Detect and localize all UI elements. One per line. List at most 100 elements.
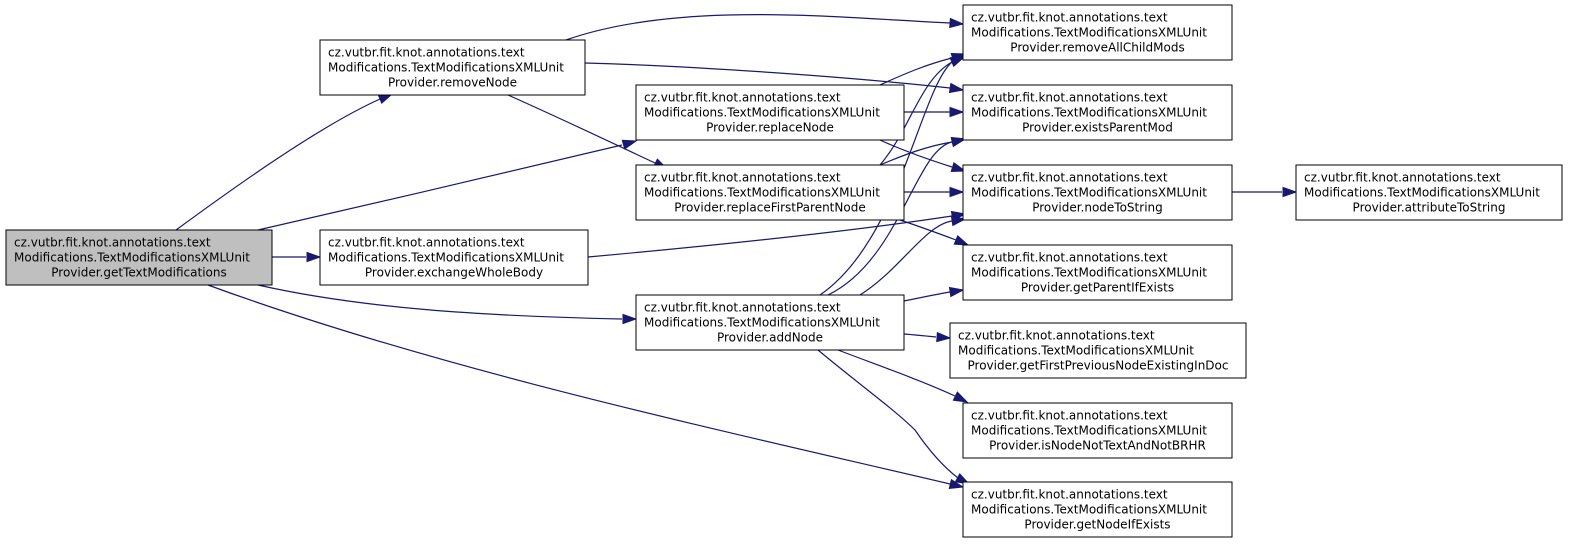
nodes-layer: cz.vutbr.fit.knot.annotations.textModifi… <box>5 4 1563 538</box>
edge-arrowhead <box>948 82 965 94</box>
node-label-line: Modifications.TextModificationsXMLUnit <box>644 186 880 200</box>
node-label-line: Provider.replaceFirstParentNode <box>674 201 865 215</box>
node-label-line: Modifications.TextModificationsXMLUnit <box>1304 186 1540 200</box>
node-getNodeIfExists[interactable]: cz.vutbr.fit.knot.annotations.textModifi… <box>962 481 1233 538</box>
node-removeAllChildMods[interactable]: cz.vutbr.fit.knot.annotations.textModifi… <box>962 4 1233 61</box>
edge-arrowhead <box>949 106 965 118</box>
node-label-line: cz.vutbr.fit.knot.annotations.text <box>1304 171 1501 185</box>
edge-removeNode-to-existsParentMod <box>584 62 965 94</box>
edge-addNode-to-nodeToString <box>859 215 967 296</box>
node-label-line: Provider.getTextModifications <box>51 266 227 280</box>
node-label-line: cz.vutbr.fit.knot.annotations.text <box>644 91 841 105</box>
node-label-line: Provider.attributeToString <box>1353 201 1506 215</box>
node-label-line: cz.vutbr.fit.knot.annotations.text <box>971 11 1168 25</box>
node-label-line: cz.vutbr.fit.knot.annotations.text <box>971 409 1168 423</box>
edge-getTextModifications-to-exchangeWholeBody <box>272 251 322 263</box>
node-getParentIfExists[interactable]: cz.vutbr.fit.knot.annotations.textModifi… <box>962 244 1233 301</box>
edge-line <box>837 349 956 397</box>
edge-line <box>859 220 953 296</box>
edge-addNode-to-getParentIfExists <box>903 286 965 302</box>
node-existsParentMod[interactable]: cz.vutbr.fit.knot.annotations.textModifi… <box>962 84 1233 141</box>
node-isNodeNotTextAndNotBRHR[interactable]: cz.vutbr.fit.knot.annotations.textModifi… <box>962 402 1233 459</box>
node-label-line: Provider.getFirstPreviousNodeExistingInD… <box>968 359 1229 373</box>
edge-replaceNode-to-nodeToString <box>879 139 967 173</box>
node-label-line: Provider.getParentIfExists <box>1021 281 1174 295</box>
node-label-line: Modifications.TextModificationsXMLUnit <box>14 251 250 265</box>
node-box <box>962 4 1233 61</box>
node-label-line: cz.vutbr.fit.knot.annotations.text <box>971 488 1168 502</box>
edge-arrowhead <box>952 391 969 403</box>
edge-line <box>507 94 656 164</box>
node-label-line: cz.vutbr.fit.knot.annotations.text <box>644 301 841 315</box>
node-label-line: Provider.addNode <box>717 331 823 345</box>
node-box <box>635 164 905 221</box>
node-label-line: Provider.removeAllChildMods <box>1010 41 1184 55</box>
node-label-line: Modifications.TextModificationsXMLUnit <box>328 61 564 75</box>
node-box <box>319 229 589 286</box>
edge-arrowhead <box>950 215 967 227</box>
edge-arrowhead <box>948 478 965 490</box>
node-removeNode[interactable]: cz.vutbr.fit.knot.annotations.textModifi… <box>319 39 586 96</box>
node-box <box>962 244 1233 301</box>
edge-arrowhead <box>949 56 966 67</box>
node-label-line: cz.vutbr.fit.knot.annotations.text <box>958 329 1155 343</box>
node-label-line: Provider.removeNode <box>388 76 517 90</box>
edge-arrowhead <box>1282 186 1298 198</box>
edge-line <box>817 349 959 479</box>
node-box <box>962 164 1233 221</box>
node-box <box>962 84 1233 141</box>
node-label-line: Modifications.TextModificationsXMLUnit <box>971 266 1207 280</box>
node-replaceNode[interactable]: cz.vutbr.fit.knot.annotations.textModifi… <box>635 84 905 141</box>
edge-addNode-to-getFirstPreviousNodeExistingInDoc <box>903 331 952 343</box>
edge-line <box>879 141 953 166</box>
node-label-line: Modifications.TextModificationsXMLUnit <box>958 344 1194 358</box>
edge-line <box>903 333 937 338</box>
edge-arrowhead <box>950 162 967 173</box>
edge-arrowhead <box>948 286 965 298</box>
node-label-line: cz.vutbr.fit.knot.annotations.text <box>971 91 1168 105</box>
edge-arrowhead <box>621 139 638 150</box>
edge-arrowhead <box>949 17 965 29</box>
node-exchangeWholeBody[interactable]: cz.vutbr.fit.knot.annotations.textModifi… <box>319 229 589 286</box>
node-label-line: Provider.existsParentMod <box>1022 121 1173 135</box>
node-box <box>949 322 1247 379</box>
node-getTextModifications[interactable]: cz.vutbr.fit.knot.annotations.textModifi… <box>5 229 273 286</box>
node-replaceFirstParentNode[interactable]: cz.vutbr.fit.knot.annotations.textModifi… <box>635 164 905 221</box>
edge-arrowhead <box>306 251 322 263</box>
edge-line <box>207 284 951 485</box>
node-label-line: Modifications.TextModificationsXMLUnit <box>971 26 1207 40</box>
node-label-line: Provider.exchangeWholeBody <box>365 266 543 280</box>
edge-nodeToString-to-attributeToString <box>1232 186 1298 198</box>
node-label-line: cz.vutbr.fit.knot.annotations.text <box>328 46 525 60</box>
node-box <box>319 39 586 96</box>
edge-line <box>565 14 951 41</box>
node-label-line: Modifications.TextModificationsXMLUnit <box>971 186 1207 200</box>
node-box <box>635 84 905 141</box>
node-nodeToString[interactable]: cz.vutbr.fit.knot.annotations.textModifi… <box>962 164 1233 221</box>
node-box <box>1295 164 1563 221</box>
edge-getTextModifications-to-getNodeIfExists <box>207 284 965 490</box>
edge-arrowhead <box>936 331 952 343</box>
edge-arrowhead <box>953 235 970 246</box>
node-addNode[interactable]: cz.vutbr.fit.knot.annotations.textModifi… <box>635 294 905 351</box>
edge-line <box>899 219 957 241</box>
node-label-line: Provider.isNodeNotTextAndNotBRHR <box>989 439 1206 453</box>
node-getFirstPreviousNodeExistingInDoc[interactable]: cz.vutbr.fit.knot.annotations.textModifi… <box>949 322 1247 379</box>
edge-line <box>879 139 953 168</box>
edge-getTextModifications-to-addNode <box>257 284 638 325</box>
node-attributeToString[interactable]: cz.vutbr.fit.knot.annotations.textModifi… <box>1295 164 1563 221</box>
edge-replaceNode-to-existsParentMod <box>904 106 965 118</box>
edge-getTextModifications-to-removeNode <box>175 93 394 231</box>
node-label-line: Modifications.TextModificationsXMLUnit <box>644 106 880 120</box>
node-label-line: Provider.replaceNode <box>706 121 834 135</box>
node-label-line: Modifications.TextModificationsXMLUnit <box>644 316 880 330</box>
node-label-line: cz.vutbr.fit.knot.annotations.text <box>644 171 841 185</box>
edge-line <box>175 98 381 231</box>
node-box <box>962 481 1233 538</box>
node-label-line: Provider.nodeToString <box>1032 201 1163 215</box>
edge-arrowhead <box>622 313 638 325</box>
edge-removeNode-to-removeAllChildMods <box>565 14 965 41</box>
edge-line <box>903 291 951 302</box>
node-label-line: cz.vutbr.fit.knot.annotations.text <box>971 171 1168 185</box>
node-label-line: cz.vutbr.fit.knot.annotations.text <box>328 236 525 250</box>
